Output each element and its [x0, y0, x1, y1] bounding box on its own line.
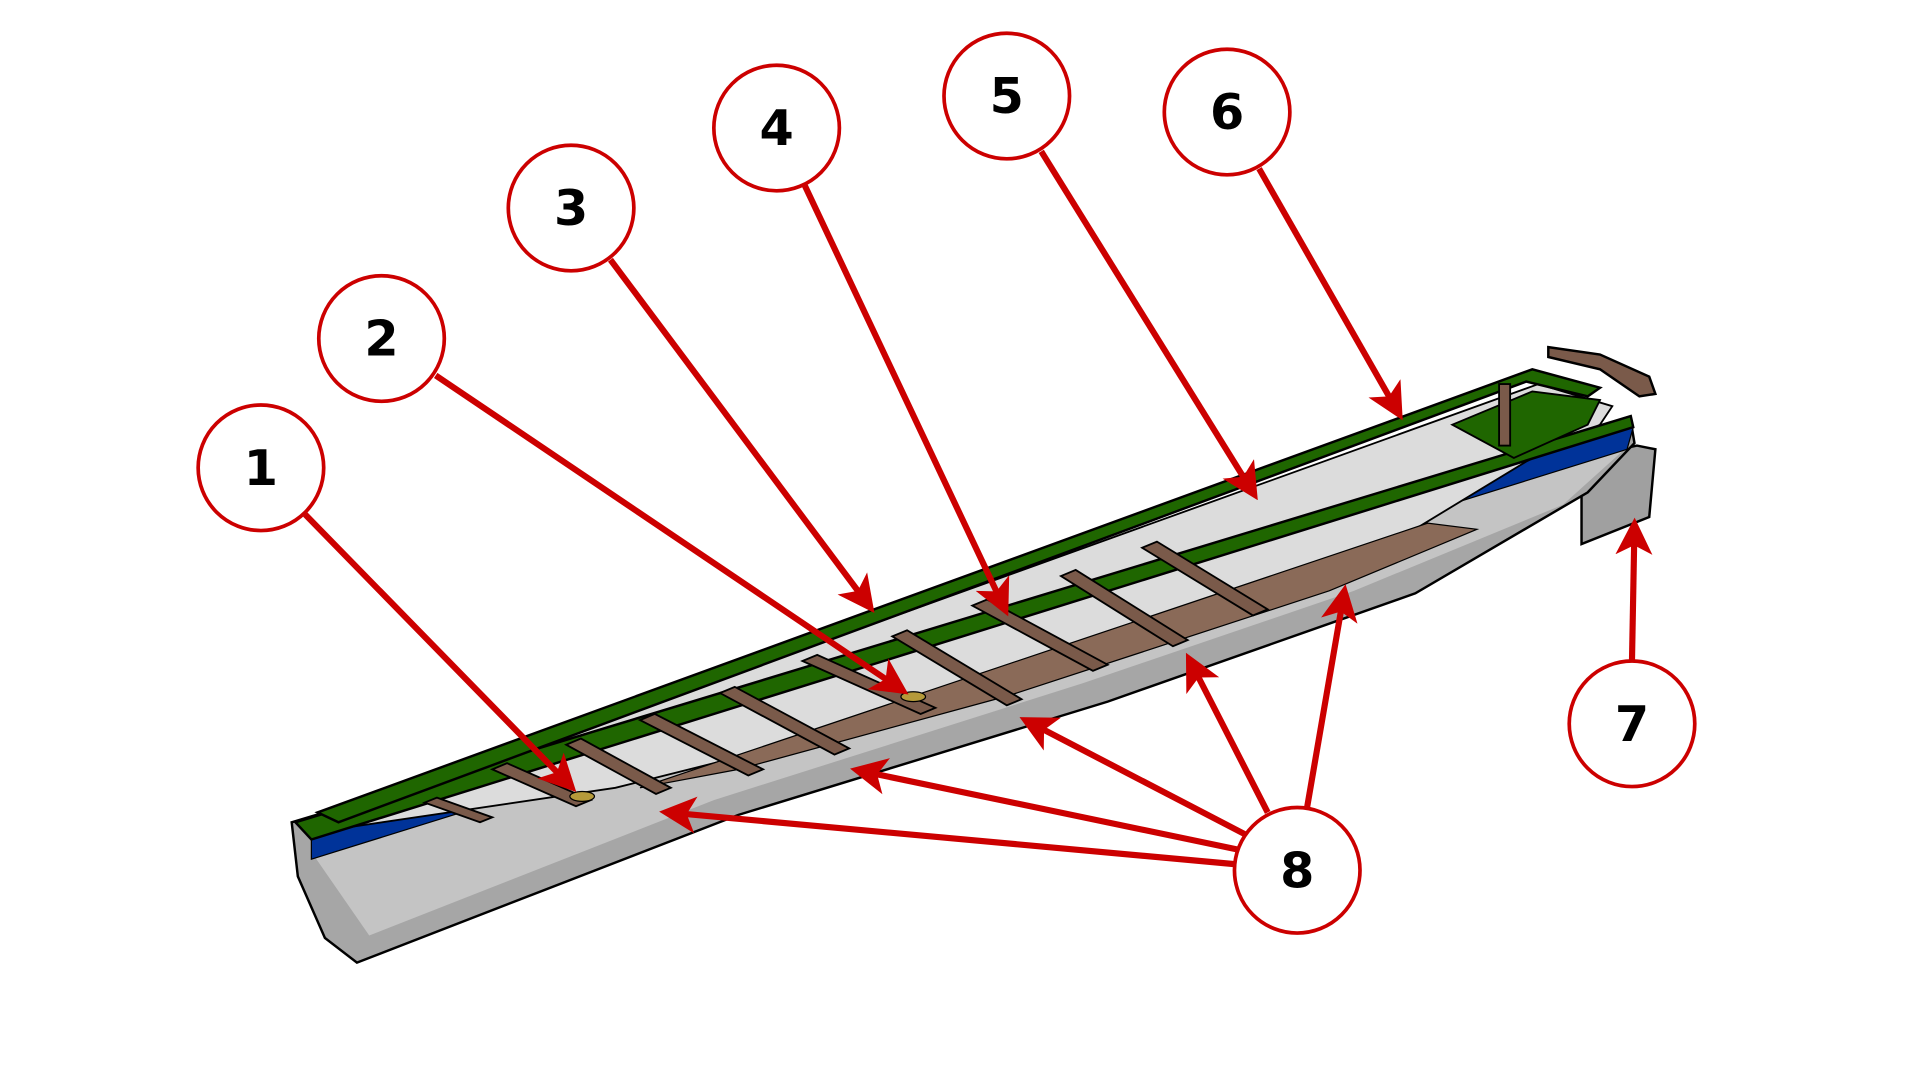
callout-label: 4: [759, 99, 793, 157]
arrow-3: [607, 257, 875, 614]
callout-3: 3: [506, 143, 636, 273]
arrow-8b: [850, 758, 1238, 853]
arrow-8e: [1304, 584, 1358, 809]
callout-1: 1: [196, 403, 326, 533]
bow-deck: [1450, 390, 1602, 459]
bow-fitting: [1547, 345, 1658, 398]
callouts: 1 2 3 4 5 6 7 8: [196, 31, 1697, 935]
callout-label: 2: [364, 310, 398, 368]
gunwale-near: [293, 414, 1635, 841]
arrow-8c: [1019, 717, 1247, 838]
callout-8: 8: [1232, 805, 1362, 935]
callout-label: 6: [1210, 83, 1244, 141]
arrow-4: [802, 184, 1010, 617]
callout-5: 5: [942, 31, 1072, 161]
callout-7: 7: [1567, 659, 1697, 789]
callout-6: 6: [1162, 47, 1292, 177]
gunwale-far: [314, 367, 1603, 824]
arrow-2: [433, 372, 909, 695]
callout-4: 4: [712, 63, 842, 193]
drain-plug: [569, 790, 596, 802]
arrow-6: [1256, 167, 1403, 421]
boat: [290, 345, 1658, 964]
callout-label: 8: [1280, 841, 1314, 899]
arrow-1: [303, 512, 577, 792]
arrow-5: [1038, 149, 1258, 501]
arrows: [303, 149, 1653, 868]
callout-label: 1: [244, 439, 278, 497]
drain-plug-2: [900, 691, 927, 703]
callout-2: 2: [316, 273, 447, 404]
thwarts: [422, 540, 1270, 824]
callout-label: 3: [554, 179, 588, 237]
mast-step: [1498, 383, 1512, 447]
arrow-8a: [659, 796, 1235, 868]
callout-label: 7: [1615, 695, 1649, 753]
arrow-7: [1615, 517, 1653, 660]
arrow-8d: [1185, 652, 1271, 814]
callout-label: 5: [990, 67, 1024, 125]
